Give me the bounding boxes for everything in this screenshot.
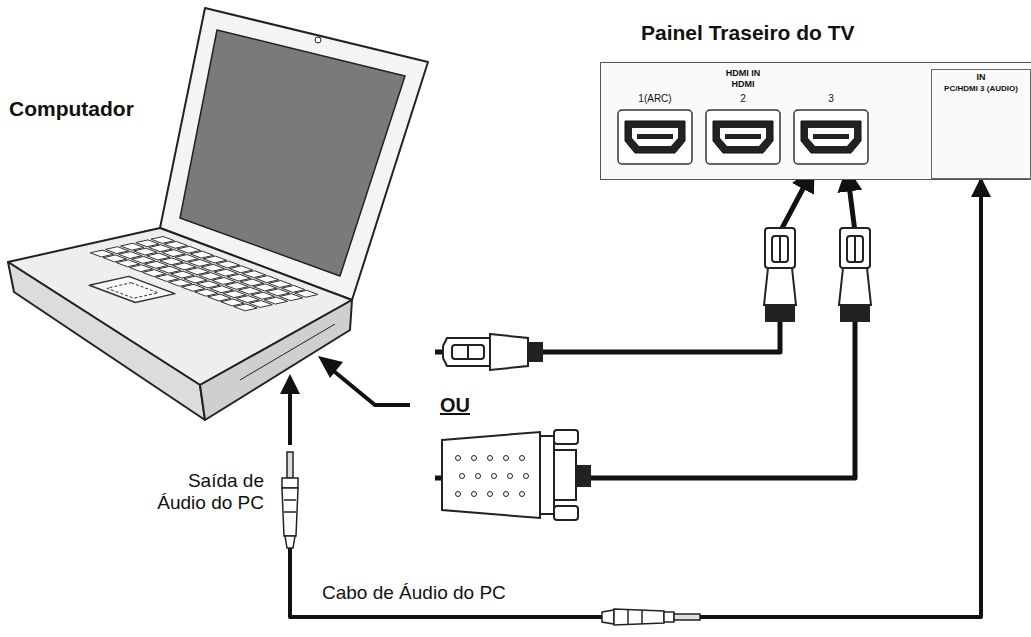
hdmi-port-symbol	[705, 109, 781, 165]
hdmi-port: 2	[703, 93, 783, 169]
node-text: 3	[791, 93, 871, 104]
video-cable	[435, 169, 855, 478]
laptop-illustration	[8, 8, 428, 420]
node-text: PC/HDMI 3 (AUDIO)	[940, 85, 1022, 94]
node-text: HDMI	[609, 80, 877, 90]
node-text: Painel Traseiro do TV	[641, 21, 855, 44]
node-text: 2	[703, 93, 783, 104]
vga-pin	[488, 456, 493, 461]
audio-out-label: Saída de Áudio do PC	[140, 470, 264, 514]
insert-arrow	[280, 356, 410, 445]
hdmi-port-symbol	[617, 109, 693, 165]
vga-pin	[520, 456, 525, 461]
vga-pin	[508, 474, 513, 479]
key	[234, 304, 257, 311]
vga-pin	[492, 474, 497, 479]
node-text: HDMI IN	[722, 69, 765, 79]
vga-pin	[520, 492, 525, 497]
vga-pin	[460, 474, 465, 479]
vga-pin	[456, 456, 461, 461]
vga-pin	[472, 456, 477, 461]
hdmi-input-group: HDMI INHDMI 1(ARC) 23	[609, 67, 877, 175]
or-label: OU	[440, 394, 470, 417]
audio-cable	[290, 179, 981, 617]
node-text: Computador	[9, 97, 134, 120]
hdmi-port-symbol	[793, 109, 869, 165]
vga-pin	[524, 474, 529, 479]
vga-pin	[504, 456, 509, 461]
vga-pin	[504, 492, 509, 497]
hdmi-plug-vertical	[764, 228, 871, 321]
vga-pin	[476, 474, 481, 479]
node-text: IN	[932, 73, 1030, 83]
hdmi-port: 3	[791, 93, 871, 169]
vga-pin	[472, 492, 477, 497]
audio-input-box: IN PC/HDMI 3 (AUDIO)	[931, 69, 1031, 179]
node-text: 1(ARC)	[615, 93, 695, 104]
hdmi-plug	[443, 334, 542, 370]
vga-plug	[442, 430, 590, 520]
hdmi-port: 1(ARC)	[615, 93, 695, 169]
computer-node: Computador	[5, 5, 435, 495]
tv-rear-panel: Painel Traseiro do TVHDMI INHDMI1(ARC)23…	[600, 62, 1031, 180]
audio-cable-label: Cabo de Áudio do PC	[322, 582, 506, 604]
video-cable	[435, 169, 813, 352]
audio-plug	[282, 452, 700, 625]
vga-pin	[456, 492, 461, 497]
vga-pin	[488, 492, 493, 497]
